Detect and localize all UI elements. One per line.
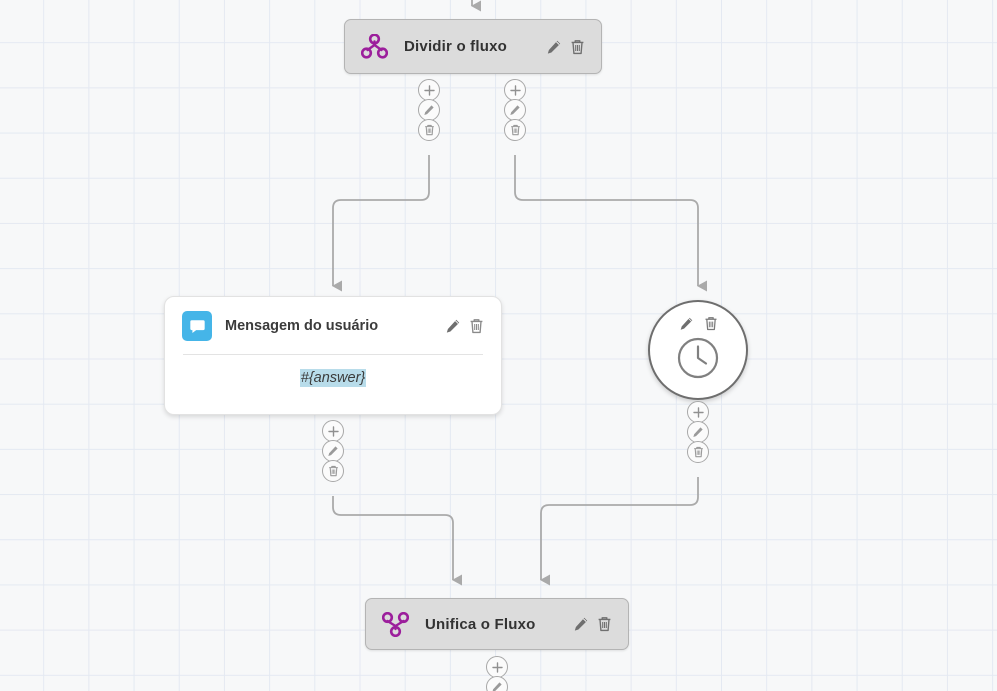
edit-icon[interactable] [679, 316, 694, 331]
edge-split-to-message [332, 155, 430, 292]
pencil-icon[interactable] [486, 676, 508, 691]
merge-flow-icon [382, 611, 409, 637]
plus-icon[interactable] [486, 656, 508, 678]
node-merge-flow[interactable]: Unifica o Fluxo [365, 598, 629, 650]
trash-icon[interactable] [322, 460, 344, 482]
connector-stack-split-right[interactable] [504, 79, 526, 141]
edit-icon[interactable] [445, 318, 461, 334]
node-title: Unifica o Fluxo [425, 615, 536, 633]
edit-icon[interactable] [546, 39, 562, 55]
trash-icon[interactable] [418, 119, 440, 141]
card-body: #{answer} [165, 355, 501, 403]
card-header: Mensagem do usuário [165, 297, 501, 341]
card-divider [183, 354, 483, 355]
connector-stack-timer[interactable] [687, 401, 709, 463]
node-actions [679, 314, 718, 332]
plus-icon[interactable] [322, 420, 344, 442]
connector-stack-message[interactable] [322, 420, 344, 482]
connector-stack-split-left[interactable] [418, 79, 440, 141]
pencil-icon[interactable] [322, 440, 344, 462]
node-title: Dividir o fluxo [404, 38, 508, 55]
node-actions [431, 318, 484, 334]
node-actions [559, 616, 612, 632]
trash-icon[interactable] [687, 441, 709, 463]
plus-icon[interactable] [504, 79, 526, 101]
delete-icon[interactable] [704, 316, 718, 331]
pencil-icon[interactable] [504, 99, 526, 121]
pencil-icon[interactable] [687, 421, 709, 443]
plus-icon[interactable] [687, 401, 709, 423]
pencil-icon[interactable] [418, 99, 440, 121]
edge-timer-to-merge [540, 477, 699, 586]
clock-icon [676, 336, 720, 380]
trash-icon[interactable] [504, 119, 526, 141]
connector-stack-merge[interactable] [486, 656, 508, 691]
edge-message-to-merge [332, 496, 462, 586]
node-timer[interactable] [648, 300, 748, 400]
node-split-flow[interactable]: Dividir o fluxo [344, 19, 602, 74]
plus-icon[interactable] [418, 79, 440, 101]
split-flow-icon [361, 34, 388, 59]
node-user-message[interactable]: Mensagem do usuário #{answer} [164, 296, 502, 415]
delete-icon[interactable] [570, 39, 585, 55]
edge-split-to-timer [514, 155, 707, 292]
card-title: Mensagem do usuário [225, 318, 379, 334]
delete-icon[interactable] [469, 318, 484, 334]
edit-icon[interactable] [573, 616, 589, 632]
chat-bubble-icon [182, 311, 212, 341]
answer-variable-token[interactable]: #{answer} [299, 369, 367, 387]
delete-icon[interactable] [597, 616, 612, 632]
node-actions [532, 39, 585, 55]
